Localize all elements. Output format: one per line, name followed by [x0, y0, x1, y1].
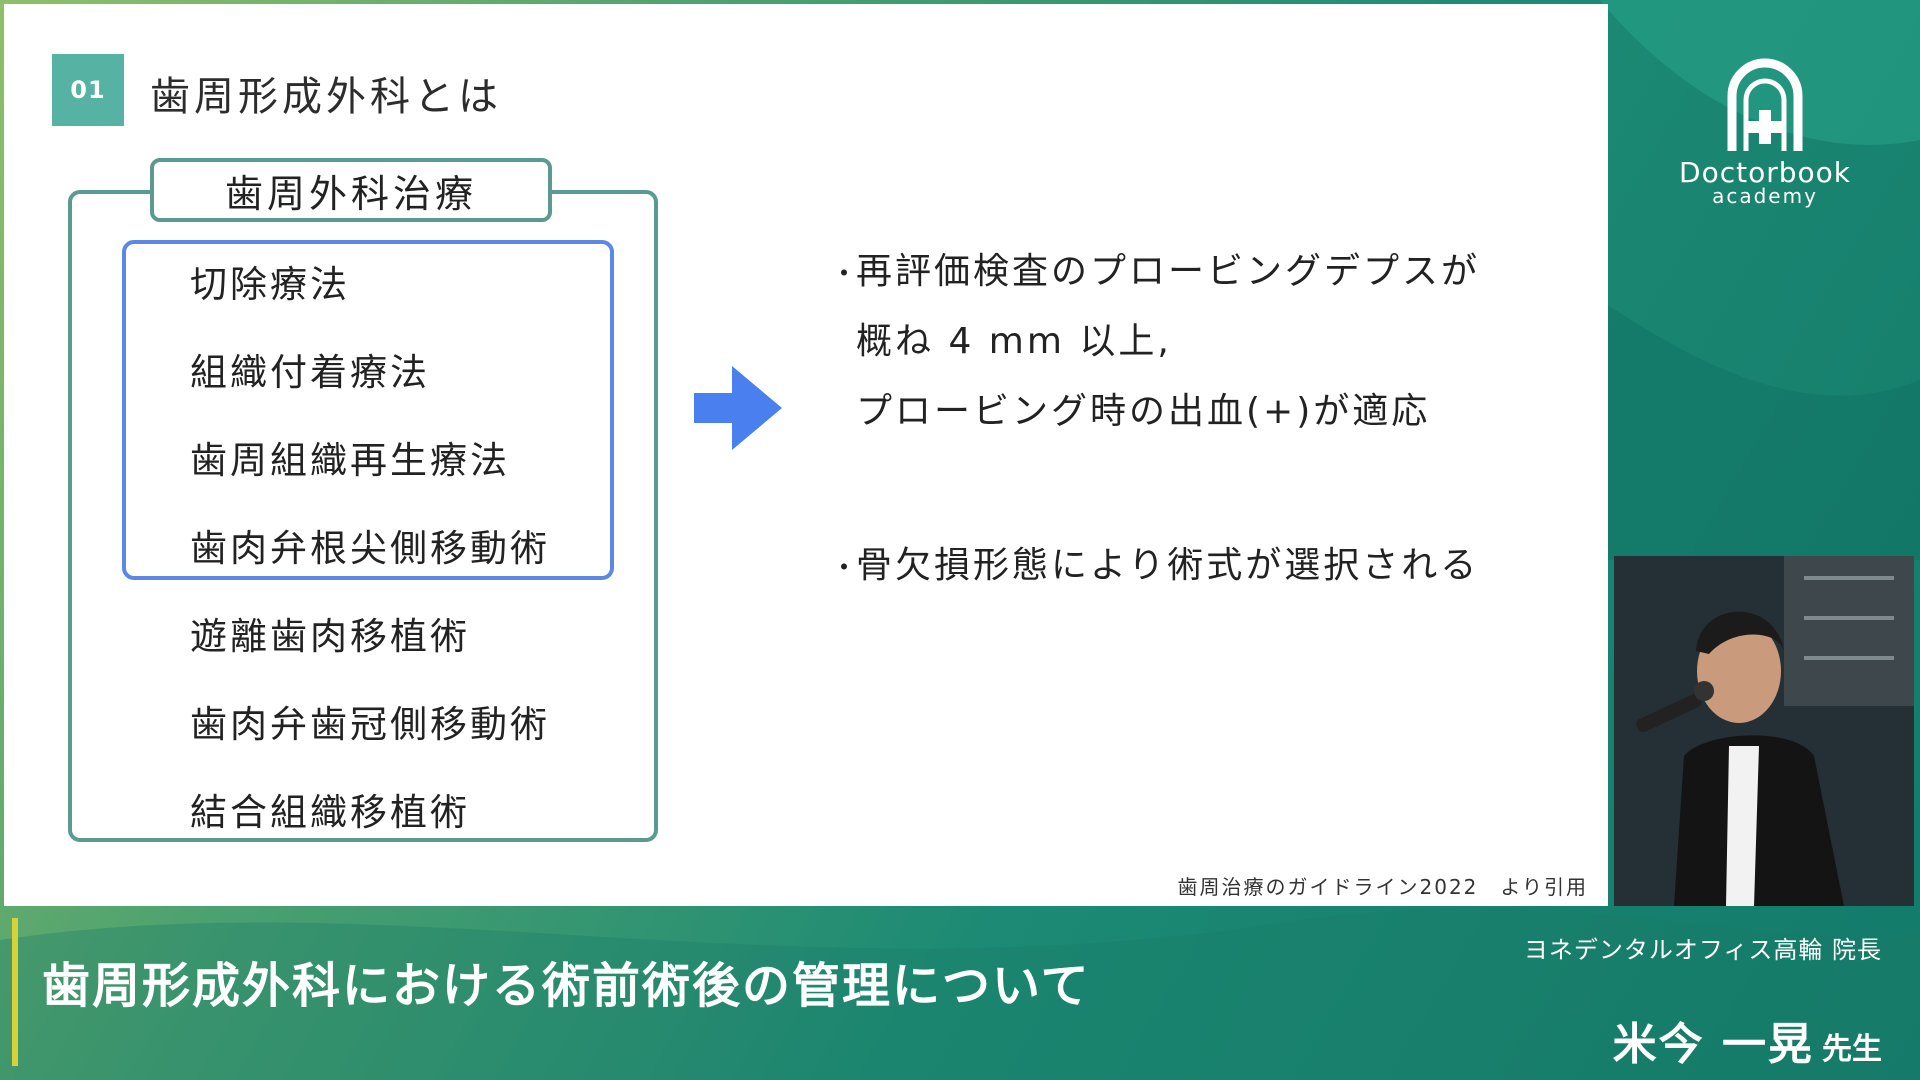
speaker-affiliation: ヨネデンタルオフィス高輪 院長: [1523, 936, 1882, 964]
speaker-name: 米今 一晃: [1612, 1019, 1814, 1070]
bullet-text: プロービング時の出血(+)が適応: [856, 391, 1431, 432]
highlighted-procedures-box: [122, 240, 614, 580]
bullet-marker: ・: [830, 551, 859, 584]
procedure-item: 遊離歯肉移植術: [190, 615, 470, 658]
slide: 01 歯周形成外科とは 歯周外科治療 切除療法 組織付着療法 歯周組織再生療法 …: [4, 4, 1608, 906]
section-number-badge: 01: [52, 54, 124, 126]
procedure-item: 切除療法: [190, 263, 350, 306]
category-label: 歯周外科治療: [150, 158, 552, 222]
presenter-figure: [1614, 556, 1914, 906]
section-title: 歯周形成外科とは: [150, 74, 502, 120]
presenter-video: [1614, 556, 1914, 906]
right-arrow-icon: [694, 366, 782, 450]
procedure-item: 組織付着療法: [190, 351, 430, 394]
speaker: 米今 一晃先生: [1613, 1008, 1882, 1072]
brand-name: Doctorbook: [1679, 156, 1851, 189]
speaker-honorific: 先生: [1822, 1032, 1882, 1067]
bullet-text: 骨欠損形態により術式が選択される: [856, 545, 1480, 586]
procedure-item: 結合組織移植術: [190, 791, 470, 834]
bullet-marker: ・: [830, 257, 859, 290]
procedure-item: 歯肉弁歯冠側移動術: [190, 703, 550, 746]
bullet-text: 概ね 4 mm 以上,: [856, 321, 1172, 362]
procedure-item: 歯肉弁根尖側移動術: [190, 527, 550, 570]
citation: 歯周治療のガイドライン2022 より引用: [1177, 875, 1588, 899]
procedure-item: 歯周組織再生療法: [190, 439, 510, 482]
brand-sub: academy: [1712, 184, 1818, 208]
accent-bar: [12, 918, 18, 1066]
doctorbook-logo-icon: [1727, 58, 1803, 151]
lecture-title: 歯周形成外科における術前術後の管理について: [42, 958, 1091, 1014]
bullet-text: 再評価検査のプロービングデプスが: [856, 251, 1481, 292]
